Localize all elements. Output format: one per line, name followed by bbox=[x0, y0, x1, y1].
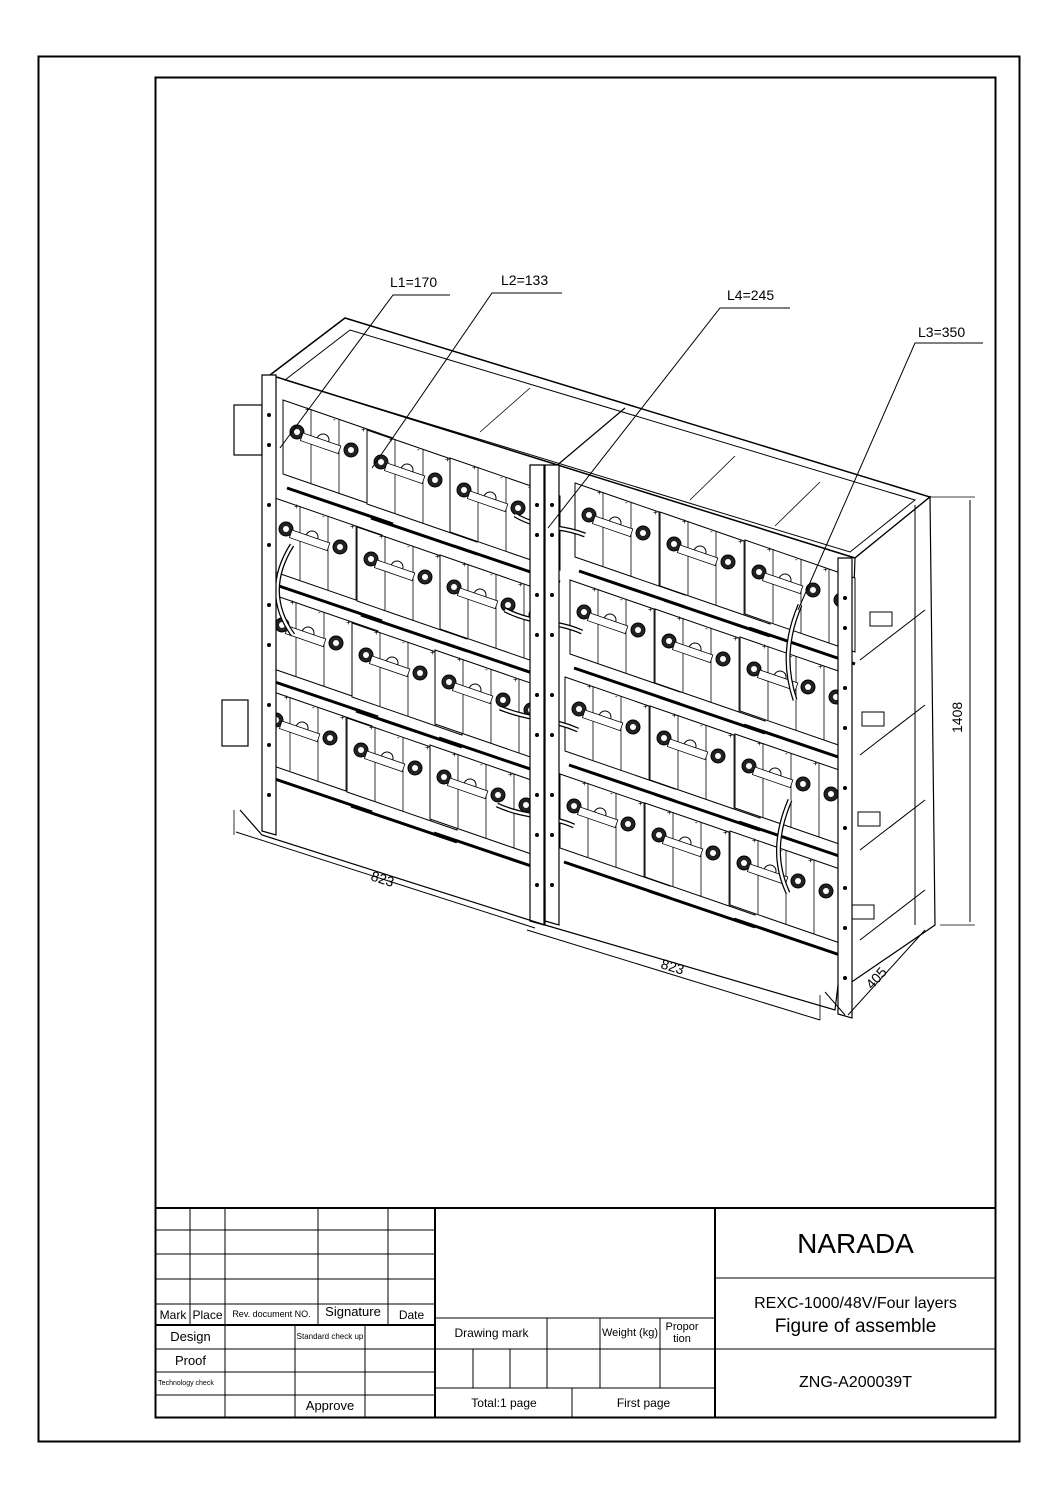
info-total-pages: Total:1 page bbox=[471, 1395, 537, 1410]
label-l1: L1=170 bbox=[390, 274, 437, 290]
header-mark: Mark bbox=[159, 1307, 187, 1322]
product-title-line1: REXC-1000/48V/Four layers bbox=[754, 1294, 957, 1312]
header-date: Date bbox=[398, 1307, 425, 1322]
label-l3: L3=350 bbox=[918, 324, 965, 340]
header-place: Place bbox=[192, 1307, 223, 1322]
dim-height: 1408 bbox=[949, 702, 965, 733]
label-l2: L2=133 bbox=[501, 272, 548, 288]
info-proportion: Propor tion bbox=[665, 1320, 699, 1345]
dim-width-left: 823 bbox=[369, 868, 396, 891]
row-design: Design bbox=[170, 1329, 211, 1345]
product-title-line2: Figure of assemble bbox=[774, 1316, 937, 1338]
header-rev-document: Rev. document NO. bbox=[232, 1309, 311, 1320]
battery-rack-drawing: L1=170 L2=133 L4=245 L3=350 823 823 1408… bbox=[221, 272, 983, 1021]
row-approve: Approve bbox=[305, 1398, 355, 1414]
header-signature: Signature bbox=[325, 1304, 381, 1320]
title-block-grid bbox=[155, 1207, 995, 1417]
row-proof: Proof bbox=[174, 1352, 207, 1368]
document-number: ZNG-A200039T bbox=[799, 1374, 912, 1392]
info-weight: Weight (kg) bbox=[601, 1326, 659, 1339]
row-standard-check: Standard check up bbox=[296, 1331, 364, 1341]
dim-width-right: 823 bbox=[659, 956, 686, 978]
info-drawing-mark: Drawing mark bbox=[454, 1326, 529, 1341]
label-l4: L4=245 bbox=[727, 287, 774, 303]
info-first-page: First page bbox=[616, 1395, 671, 1410]
row-technology-check: Technology check bbox=[158, 1380, 214, 1388]
company-name: NARADA bbox=[797, 1228, 914, 1260]
